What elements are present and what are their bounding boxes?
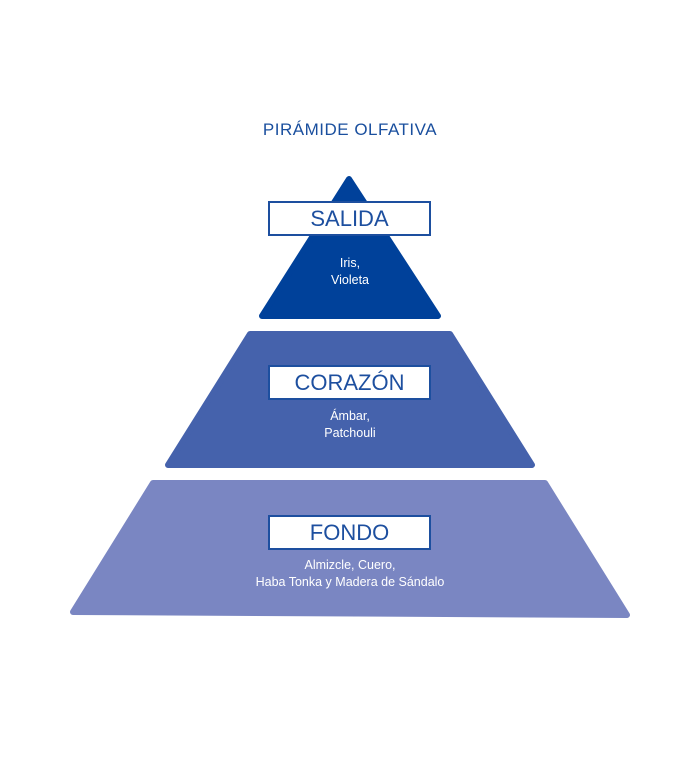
tier-label-fondo: FONDO	[268, 515, 431, 550]
note-line: Patchouli	[324, 426, 376, 440]
note-line: Haba Tonka y Madera de Sándalo	[255, 575, 445, 589]
note-line: Almizcle, Cuero,	[304, 558, 396, 572]
diagram-title: PIRÁMIDE OLFATIVA	[262, 120, 438, 139]
tier-label-corazon: CORAZÓN	[268, 365, 431, 400]
note-line: Iris,	[339, 256, 361, 270]
note-line: Ámbar,	[330, 409, 370, 423]
note-line: Violeta	[331, 273, 369, 287]
tier-notes-corazon: Ámbar, Patchouli	[150, 408, 550, 442]
tier-label-salida: SALIDA	[268, 201, 431, 236]
pyramid-top-tier	[259, 176, 441, 319]
tier-notes-salida: Iris, Violeta	[150, 255, 550, 289]
tier-notes-fondo: Almizcle, Cuero, Haba Tonka y Madera de …	[150, 557, 550, 591]
